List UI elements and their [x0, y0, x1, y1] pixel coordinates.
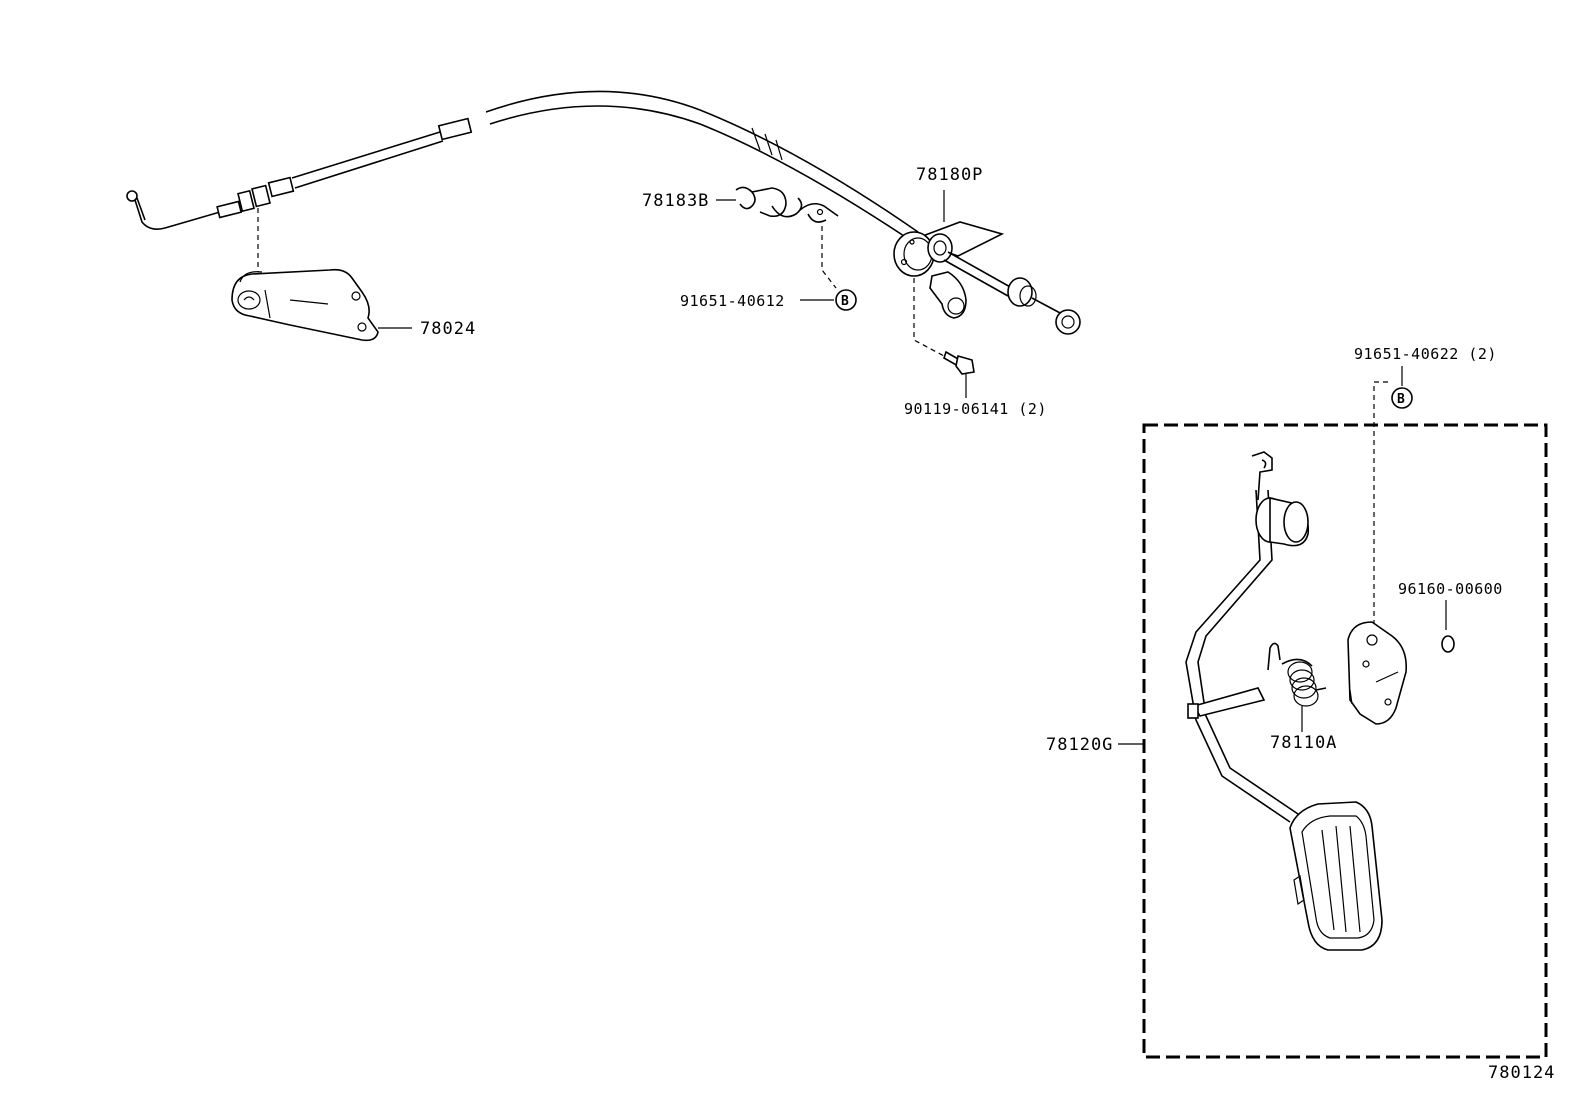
label-90119-06141: 90119-06141 (2): [904, 400, 1047, 418]
cable-clip-78183B: [735, 186, 839, 223]
accelerator-cable: [126, 90, 919, 241]
leader-clip-left-dash: [821, 226, 837, 289]
b-marker-left: [835, 289, 857, 311]
label-91651-40622: 91651-40622 (2): [1354, 345, 1497, 363]
pedal-assembly-frame: [1142, 423, 1548, 1059]
b-marker-right-text: B: [1397, 392, 1405, 407]
pedal-bracket: [1347, 621, 1408, 725]
bolt-90119: [943, 350, 975, 375]
accelerator-pedal-arm: [1185, 451, 1383, 951]
label-78024: 78024: [420, 319, 476, 339]
label-96160-00600: 96160-00600: [1398, 580, 1503, 598]
label-78180P: 78180P: [916, 165, 983, 185]
snap-ring-96160: [1441, 635, 1455, 653]
label-78110A: 78110A: [1270, 733, 1337, 753]
label-91651-40612: 91651-40612: [680, 292, 785, 310]
cable-end-78180P: [893, 221, 1081, 335]
b-marker-left-text: B: [841, 294, 849, 309]
return-spring-78110A: [1267, 642, 1327, 707]
leader-clip-right-dash: [1373, 381, 1388, 626]
b-marker-right: [1391, 387, 1413, 409]
label-78183B: 78183B: [642, 191, 709, 211]
leader-bolt-dash: [913, 278, 945, 357]
label-78120G: 78120G: [1046, 735, 1113, 755]
bracket-78024: [231, 268, 412, 342]
diagram-reference-number: 780124: [1488, 1063, 1555, 1083]
